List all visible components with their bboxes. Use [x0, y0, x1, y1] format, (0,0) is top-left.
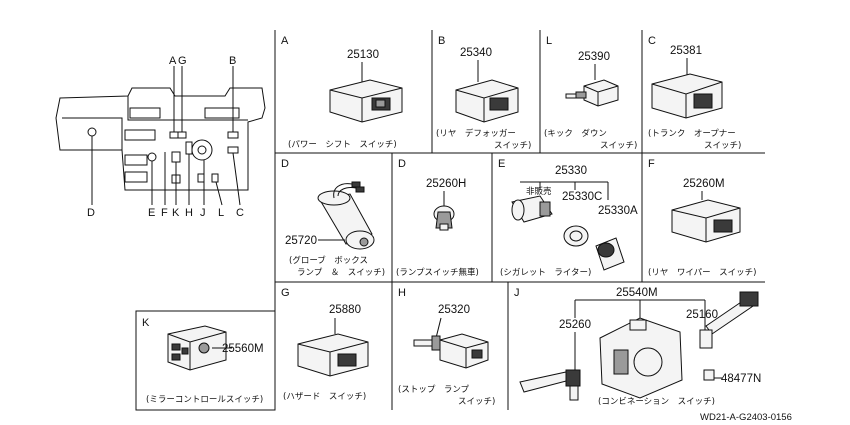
overview-label-e: E [148, 207, 155, 219]
panel-letter: L [546, 35, 552, 47]
part-number-a: 25260 [559, 319, 591, 331]
panel-k: K 25560M (ミラーコントロールスイッチ) [142, 317, 264, 405]
panel-caption-1: (ストップ ランプ [398, 385, 470, 395]
panel-caption-1: (トランク オープナー [648, 129, 736, 139]
rear-wiper-switch-icon [671, 199, 741, 243]
part-number: 25540M [616, 287, 658, 299]
panel-letter: E [498, 158, 505, 170]
panel-caption-2: スイッチ) [494, 141, 531, 151]
panel-l: L 25390 (キック ダウン スイッチ) [544, 35, 637, 151]
panel-letter: K [142, 317, 150, 329]
part-number-b: 25330C [562, 191, 602, 203]
overview-label-b: B [229, 55, 236, 67]
panel-letter: D [281, 158, 289, 170]
trunk-opener-switch-icon [651, 73, 723, 119]
overview-label-a: A [169, 55, 177, 67]
overview-label-g: G [178, 55, 187, 67]
panel-e: E 25330 非販売 25330C 25330A (シガレット ライター) [498, 158, 638, 278]
part-number-c: 48477N [721, 373, 761, 385]
panel-caption-1: (グローブ ボックス [289, 255, 368, 266]
panel-j: J 25540M 25260 25160 48477N (コンビネーション スイ… [514, 287, 761, 407]
panel-caption-2: スイッチ) [704, 141, 741, 151]
stop-lamp-switch-icon [413, 333, 489, 369]
part-number: 25390 [578, 51, 610, 63]
overview-label-j: J [200, 207, 206, 219]
panel-d-no-lamp: D 25260H (ランプスイッチ無車) [396, 158, 479, 278]
panel-caption-2: スイッチ) [600, 141, 637, 151]
panel-caption-1: (キック ダウン [544, 128, 607, 139]
part-number: 25130 [347, 49, 379, 61]
panel-caption-2: ランプ ＆ スイッチ) [297, 268, 385, 278]
panel-a: A 25130 (パワー シフト スイッチ) [281, 35, 403, 150]
overview-label-d: D [87, 207, 95, 219]
overview-label-k: K [172, 207, 180, 219]
overview-label-c: C [236, 207, 244, 219]
panel-letter: D [398, 158, 406, 170]
panel-caption-1: (リヤ デフォッガー [436, 128, 516, 139]
panel-caption: (ハザード スイッチ) [283, 392, 366, 402]
panel-g: G 25880 (ハザード スイッチ) [281, 287, 369, 402]
part-number: 25260H [426, 178, 466, 190]
power-shift-switch-icon [329, 79, 403, 123]
panel-letter: H [398, 287, 406, 299]
panel-letter: A [281, 35, 289, 47]
part-number: 25880 [329, 304, 361, 316]
panel-letter: B [438, 35, 445, 47]
panel-caption: (パワー シフト スイッチ) [288, 140, 397, 150]
panel-letter: J [514, 287, 520, 299]
combination-switch-icon [519, 291, 759, 401]
panel-f: F 25260M (リヤ ワイパー スイッチ) [648, 158, 756, 278]
overview-label-l: L [218, 207, 224, 219]
dashboard-overview: A G B D E F K H J L C [55, 55, 266, 219]
panel-b: B 25340 (リヤ デフォッガー スイッチ) [436, 35, 531, 151]
panel-caption: (ミラーコントロールスイッチ) [146, 395, 263, 405]
lamp-switch-icon [433, 205, 455, 231]
panel-grid [135, 30, 765, 411]
part-number: 25381 [670, 45, 702, 57]
panel-letter: C [648, 35, 656, 47]
panel-caption: (シガレット ライター) [500, 267, 591, 278]
kick-down-switch-icon [565, 79, 619, 107]
panel-caption: (コンビネーション スイッチ) [598, 397, 715, 407]
hazard-switch-icon [297, 333, 369, 377]
not-sold-note: 非販売 [526, 186, 552, 197]
part-number-c: 25330A [598, 205, 638, 217]
part-number-b: 25160 [686, 309, 718, 321]
panel-caption: (ランプスイッチ無車) [396, 267, 479, 278]
cigarette-lighter-icon [511, 195, 625, 271]
part-number: 25320 [438, 304, 470, 316]
mirror-control-switch-icon [167, 325, 227, 371]
panel-d-glove-box: D 25720 (グローブ ボックス ランプ ＆ スイッチ) [281, 158, 385, 278]
panel-c: C 25381 (トランク オープナー スイッチ) [648, 35, 741, 151]
overview-label-f: F [161, 207, 168, 219]
glove-box-lamp-icon [317, 181, 375, 250]
overview-label-h: H [185, 207, 193, 219]
part-number: 25720 [285, 235, 317, 247]
part-number: 25560M [222, 343, 264, 355]
panel-letter: F [648, 158, 655, 170]
panel-caption: (リヤ ワイパー スイッチ) [648, 268, 756, 278]
part-number: 25330 [555, 165, 587, 177]
drawing-code: WD21-A-G2403-0156 [700, 412, 792, 423]
panel-caption-2: スイッチ) [458, 397, 495, 407]
panel-h: H 25320 (ストップ ランプ スイッチ) [398, 287, 495, 407]
part-number: 25340 [460, 47, 492, 59]
panel-letter: G [281, 287, 290, 299]
part-number: 25260M [683, 178, 725, 190]
rear-defogger-switch-icon [455, 79, 519, 123]
